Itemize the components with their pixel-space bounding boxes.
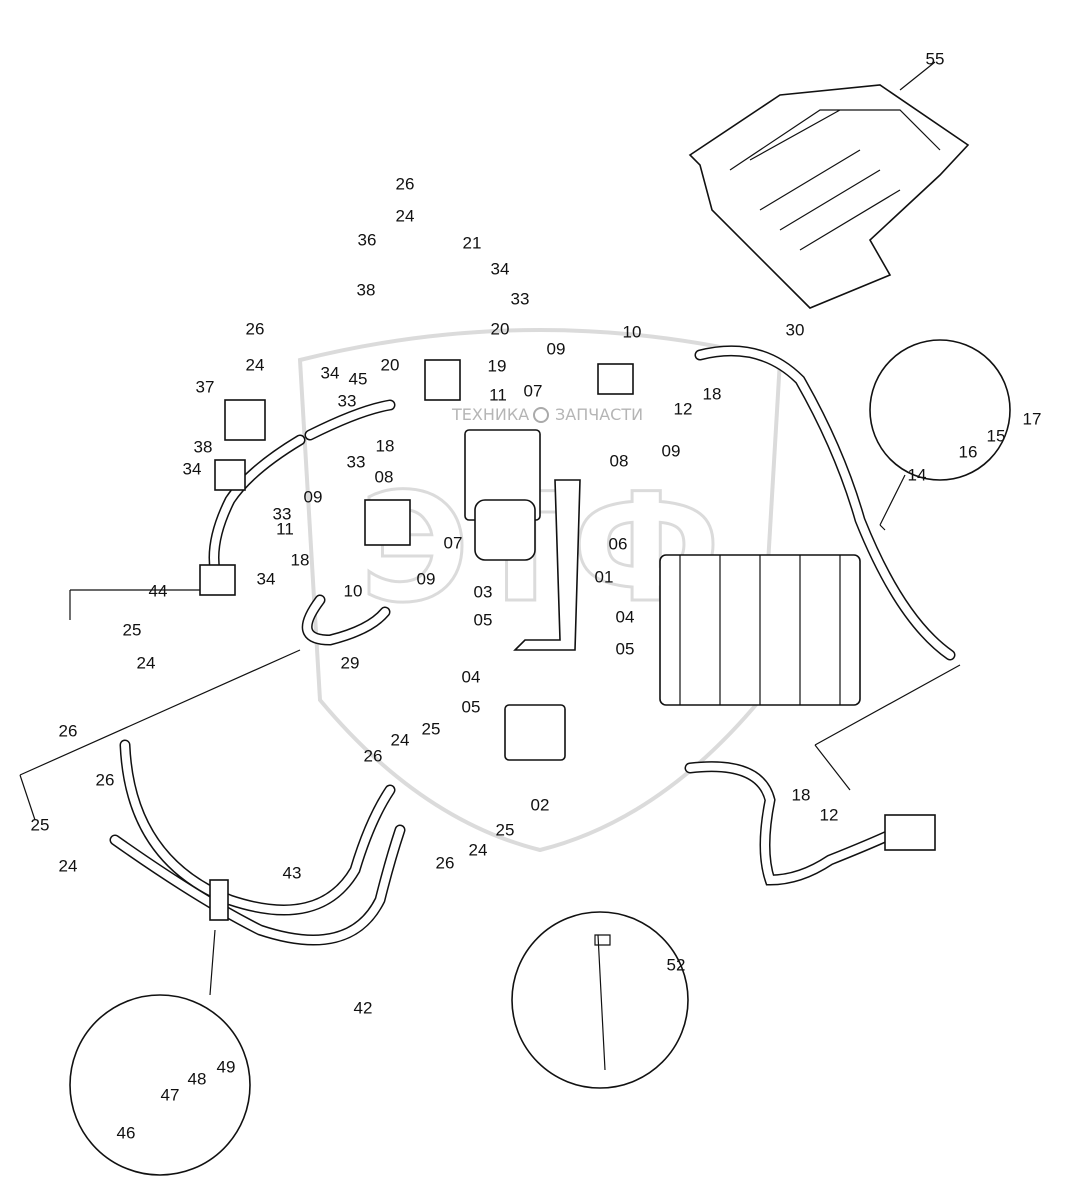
- callout-24: 24: [59, 856, 78, 875]
- callout-06: 06: [609, 534, 628, 553]
- callout-18: 18: [291, 550, 310, 569]
- callout-17: 17: [1023, 409, 1042, 428]
- callout-02: 02: [531, 795, 550, 814]
- callout-05: 05: [462, 697, 481, 716]
- callout-38: 38: [357, 280, 376, 299]
- callout-19: 19: [488, 356, 507, 375]
- callout-26: 26: [59, 721, 78, 740]
- callout-26: 26: [96, 770, 115, 789]
- callout-25: 25: [31, 815, 50, 834]
- callout-25: 25: [422, 719, 441, 738]
- callout-49: 49: [217, 1057, 236, 1076]
- callout-36: 36: [358, 230, 377, 249]
- callout-10: 10: [623, 322, 642, 341]
- callout-05: 05: [616, 639, 635, 658]
- callout-24: 24: [391, 730, 410, 749]
- watermark-gear-icon: [533, 407, 549, 423]
- detail-clamp-left: [69, 994, 251, 1176]
- callout-33: 33: [273, 504, 292, 523]
- callout-03: 03: [474, 582, 493, 601]
- callout-26: 26: [246, 319, 265, 338]
- callout-08: 08: [375, 467, 394, 486]
- callout-38: 38: [194, 437, 213, 456]
- callout-44: 44: [149, 581, 168, 600]
- hoses: [109, 345, 956, 946]
- callout-09: 09: [304, 487, 323, 506]
- callout-20: 20: [381, 355, 400, 374]
- callout-34: 34: [183, 459, 202, 478]
- callout-08: 08: [610, 451, 629, 470]
- callout-09: 09: [662, 441, 681, 460]
- components: [199, 359, 936, 921]
- callout-46: 46: [117, 1123, 136, 1142]
- callout-48: 48: [188, 1069, 207, 1088]
- callout-24: 24: [396, 206, 415, 225]
- detail-cable-tie: [511, 911, 689, 1089]
- callout-12: 12: [674, 399, 693, 418]
- callout-33: 33: [347, 452, 366, 471]
- callout-16: 16: [959, 442, 978, 461]
- watermark-text-right: ЗАПЧАСТИ: [555, 405, 643, 424]
- callout-12: 12: [820, 805, 839, 824]
- callout-01: 01: [595, 567, 614, 586]
- callout-15: 15: [987, 426, 1006, 445]
- callout-18: 18: [376, 436, 395, 455]
- callout-33: 33: [511, 289, 530, 308]
- callout-29: 29: [341, 653, 360, 672]
- callout-34: 34: [257, 569, 276, 588]
- callout-14: 14: [908, 465, 927, 484]
- callout-20: 20: [491, 319, 510, 338]
- callout-10: 10: [344, 581, 363, 600]
- callout-25: 25: [123, 620, 142, 639]
- callout-24: 24: [469, 840, 488, 859]
- callout-25: 25: [496, 820, 515, 839]
- watermark-text-left: ТЕХНИКА: [451, 405, 529, 424]
- callout-21: 21: [463, 233, 482, 252]
- callout-11: 11: [276, 519, 294, 538]
- callout-26: 26: [364, 746, 383, 765]
- callout-43: 43: [283, 863, 302, 882]
- callout-18: 18: [792, 785, 811, 804]
- callout-05: 05: [474, 610, 493, 629]
- callout-34: 34: [491, 259, 510, 278]
- callout-26: 26: [436, 853, 455, 872]
- callout-33: 33: [338, 391, 357, 410]
- callout-34: 34: [321, 363, 340, 382]
- callout-18: 18: [703, 384, 722, 403]
- callout-24: 24: [137, 653, 156, 672]
- callout-11: 11: [489, 385, 507, 404]
- callout-24: 24: [246, 355, 265, 374]
- callout-07: 07: [524, 381, 543, 400]
- callout-09: 09: [547, 339, 566, 358]
- callout-26: 26: [396, 174, 415, 193]
- detail-clamp-right: [869, 339, 1011, 481]
- callout-37: 37: [196, 377, 215, 396]
- callout-04: 04: [462, 667, 481, 686]
- callout-55: 55: [926, 49, 945, 68]
- callout-52: 52: [667, 955, 686, 974]
- callout-07: 07: [444, 533, 463, 552]
- callout-42: 42: [354, 998, 373, 1017]
- callout-09: 09: [417, 569, 436, 588]
- callout-45: 45: [349, 369, 368, 388]
- floor-mat: [688, 61, 970, 309]
- callout-47: 47: [161, 1085, 180, 1104]
- callout-30: 30: [786, 320, 805, 339]
- callout-04: 04: [616, 607, 635, 626]
